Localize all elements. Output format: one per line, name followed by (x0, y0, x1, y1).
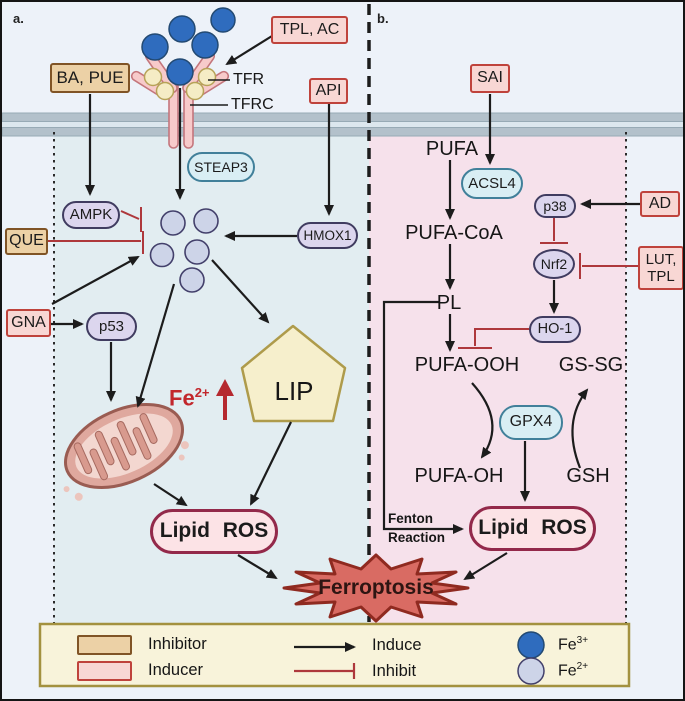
node-lut-tpl: LUT, TPL (638, 246, 683, 290)
cell-membrane (2, 112, 683, 137)
node-acsl4: ACSL4 (461, 168, 523, 199)
inhibit-ho1-to-pufaooh (474, 328, 529, 346)
pl-label: PL (436, 292, 462, 314)
legend-icons (294, 631, 545, 685)
transferrin-cargo-icons (143, 67, 217, 101)
legend-induce-label: Induce (372, 636, 422, 654)
fe3-legend-icon (517, 631, 545, 659)
arrow-tplac-to-receptor (225, 35, 273, 66)
fe2-sup-legend: 2+ (576, 661, 589, 672)
fe3-sup: 3+ (576, 635, 589, 646)
node-steap3: STEAP3 (187, 152, 255, 182)
tfrc-label: TFRC (231, 96, 274, 113)
fe2-sup: 2+ (194, 385, 210, 400)
node-p38: p38 (534, 194, 576, 218)
gsh-label: GSH (566, 465, 610, 487)
fe2-base-legend: Fe (558, 662, 577, 680)
arrow-gna-to-fe2 (51, 256, 140, 305)
arrow-gsh-to-gssg (571, 388, 589, 469)
pufa-coa-label: PUFA-CoA (405, 222, 503, 244)
fe3-base: Fe (558, 636, 577, 654)
legend-inducer-label: Inducer (148, 661, 204, 679)
node-ho1: HO-1 (529, 316, 581, 343)
legend-fe2-label: Fe2+ (558, 661, 588, 680)
fenton-label-line2: Reaction (388, 530, 446, 545)
lip-pentagon (240, 324, 347, 423)
node-gpx4: GPX4 (499, 405, 563, 440)
lip-label: LIP (274, 376, 314, 406)
fe2-increase-label: Fe2+ (169, 385, 210, 411)
lut-tpl-line2: TPL (647, 268, 675, 285)
node-ad: AD (640, 191, 680, 217)
arrow-fe2-to-lip (211, 259, 270, 324)
arrow-lip-to-lipidros (250, 421, 292, 506)
panel-a-label: a. (13, 11, 24, 26)
arrow-pufaooh-to-pufaoh (471, 382, 494, 459)
fenton-label-line1: Fenton (388, 511, 433, 526)
node-que: QUE (5, 228, 48, 255)
tfr-label: TFR (233, 71, 265, 88)
ferroptosis-starburst (282, 553, 470, 623)
node-p53: p53 (86, 312, 137, 341)
arrow-fenton-pl-to-lipidros (382, 300, 464, 534)
fe2-ion-icons (149, 208, 219, 293)
fe3-ion-icons (141, 7, 236, 86)
arrow-lipidros-b-to-ferroptosis (463, 552, 508, 581)
fe2-base: Fe (169, 385, 195, 411)
fe2-legend-icon (517, 657, 545, 685)
legend-inhibit-label: Inhibit (372, 662, 417, 680)
inhibit-ampk-to-fe2 (120, 210, 140, 220)
node-tpl-ac: TPL, AC (271, 16, 348, 44)
node-ba-pue: BA, PUE (50, 63, 130, 93)
inhibitor-swatch-icon (77, 635, 132, 655)
node-api: API (309, 78, 348, 104)
node-ampk: AMPK (62, 201, 120, 229)
fe2-increase-arrow-icon (216, 379, 234, 420)
node-sai: SAI (470, 64, 510, 93)
arrow-fe2-to-mitochondria (135, 283, 176, 408)
mitochondria-illustration (63, 403, 189, 501)
pufa-label: PUFA (425, 138, 479, 160)
inducer-swatch-icon (77, 661, 132, 681)
node-hmox1: HMOX1 (297, 222, 358, 249)
pufa-ooh-label: PUFA-OOH (414, 354, 520, 376)
node-nrf2: Nrf2 (533, 249, 575, 279)
panel-b-label: b. (377, 11, 389, 26)
node-lipid-ros-b: Lipid ROS (469, 506, 596, 551)
arrow-mitochondria-to-lipidros (153, 483, 188, 507)
lut-tpl-line1: LUT, (645, 250, 677, 268)
gs-sg-label: GS-SG (558, 354, 624, 376)
pufa-oh-label: PUFA-OH (414, 465, 504, 487)
arrow-lipidros-a-to-ferroptosis (237, 554, 278, 580)
legend-fe3-label: Fe3+ (558, 635, 588, 654)
legend-inhibitor-label: Inhibitor (148, 635, 207, 653)
ferroptosis-label: Ferroptosis (318, 576, 434, 599)
node-gna: GNA (6, 309, 51, 337)
node-lipid-ros-a: Lipid ROS (150, 509, 278, 554)
